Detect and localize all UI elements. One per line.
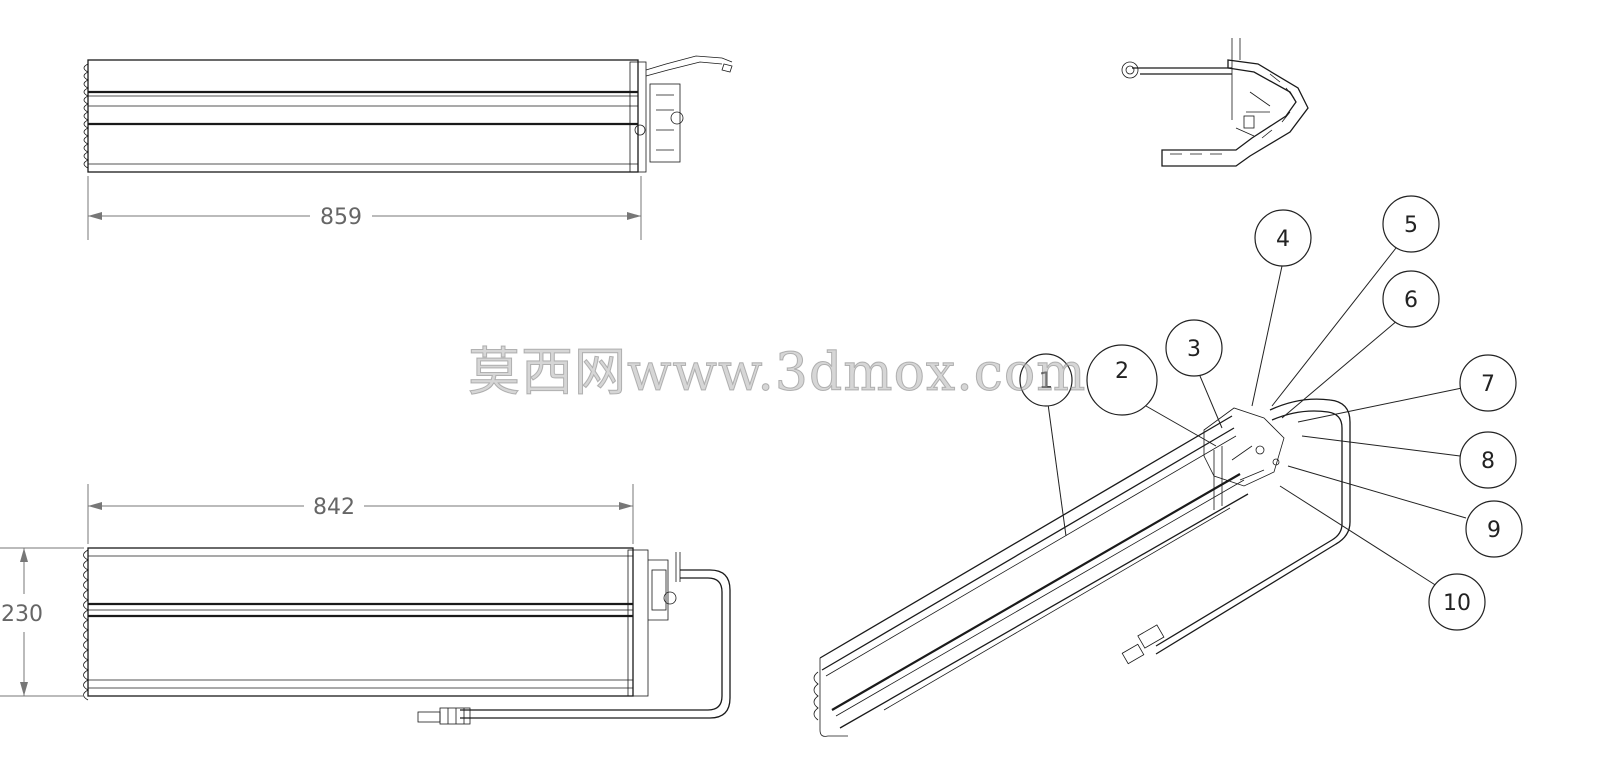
callout-2: 2: [1086, 344, 1158, 416]
top-right-header: [629, 55, 733, 173]
callout-3: 3: [1165, 319, 1223, 377]
front-right-header: [627, 549, 681, 697]
svg-text:10: 10: [1443, 591, 1471, 616]
isometric-view: [813, 398, 1351, 737]
svg-text:4: 4: [1276, 227, 1290, 252]
svg-text:6: 6: [1404, 288, 1418, 313]
callout-10: 10: [1428, 573, 1486, 631]
svg-text:7: 7: [1481, 372, 1495, 397]
svg-text:3: 3: [1187, 337, 1201, 362]
dimension-859: 859: [87, 176, 642, 240]
svg-text:5: 5: [1404, 213, 1418, 238]
callout-5: 5: [1382, 195, 1440, 253]
callout-leaders: [1047, 247, 1467, 589]
dimension-842: 842: [87, 484, 634, 544]
dimension-230: 230: [0, 547, 84, 697]
callout-1: 1: [1019, 353, 1073, 407]
svg-text:9: 9: [1487, 518, 1501, 543]
callout-4: 4: [1254, 209, 1312, 267]
watermark: 莫西网www.3dmox.com: [467, 343, 1087, 404]
front-view: [83, 547, 731, 725]
svg-text:1: 1: [1039, 369, 1053, 394]
dim-842-label: 842: [313, 495, 355, 520]
front-pipe: [417, 569, 731, 725]
front-left-coil-bends: [83, 549, 89, 701]
top-view: [83, 55, 733, 173]
dim-230-label: 230: [1, 602, 43, 627]
callout-9: 9: [1465, 500, 1523, 558]
callout-8: 8: [1459, 431, 1517, 489]
callout-7: 7: [1459, 354, 1517, 412]
callout-6: 6: [1382, 270, 1440, 328]
top-left-coil-bends: [83, 63, 89, 169]
svg-text:2: 2: [1115, 359, 1129, 384]
dim-859-label: 859: [320, 205, 362, 230]
side-view: [1121, 38, 1309, 167]
svg-text:8: 8: [1481, 449, 1495, 474]
